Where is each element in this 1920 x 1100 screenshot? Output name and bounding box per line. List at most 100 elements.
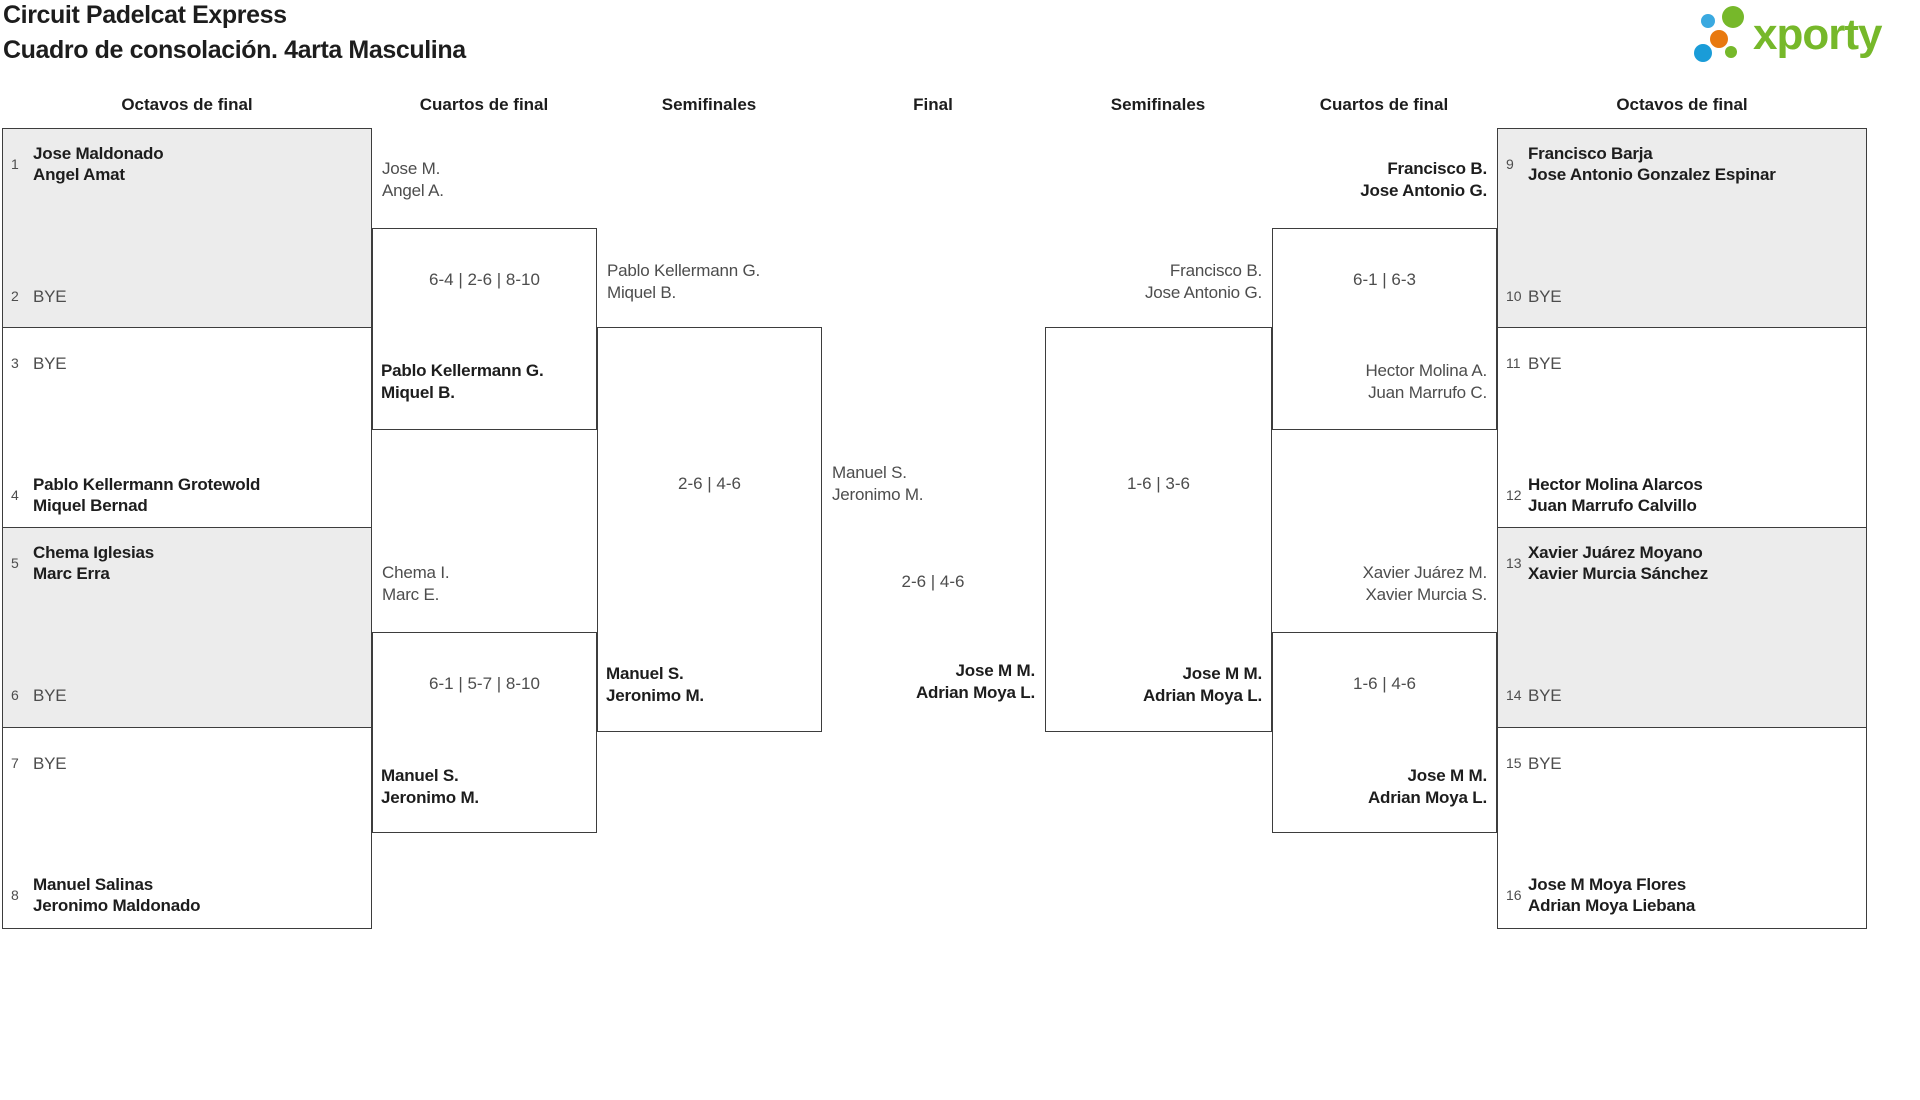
bye-label: BYE <box>33 353 67 373</box>
tournament-name: Circuit Padelcat Express <box>3 1 287 29</box>
semi-right-top-team: Francisco B.Jose Antonio G. <box>1144 261 1262 302</box>
match-box-quarter-right-2: 1-6 | 4-6 <box>1272 632 1497 833</box>
quarter-left-1-top-team: Jose M.Angel A. <box>382 159 444 200</box>
bracket-entry-seed-6: 6 BYE <box>3 673 363 717</box>
semi-left-top-team: Pablo Kellermann G.Miquel B. <box>607 261 761 302</box>
logo-dot-blue-small-icon <box>1701 14 1715 28</box>
semi-right-winner: Jose M M.Adrian Moya L. <box>1142 664 1262 705</box>
final-match-score: 2-6 | 4-6 <box>901 572 965 591</box>
seed-number: 8 <box>11 887 19 903</box>
seed-number: 5 <box>11 555 19 571</box>
round-header-final: Final <box>913 95 953 114</box>
match-score: 1-6 | 3-6 <box>1126 474 1190 493</box>
bracket-entry-seed-11: 11 BYE <box>1498 341 1858 385</box>
round-header-semis-right: Semifinales <box>1110 95 1206 114</box>
seed-number: 7 <box>11 755 19 771</box>
bracket-entry-seed-3: 3 BYE <box>3 341 363 385</box>
round-header-octavos-right: Octavos de final <box>1616 95 1748 114</box>
seed-number: 14 <box>1506 687 1522 703</box>
match-box-quarter-right-1: 6-1 | 6-3 <box>1272 228 1497 430</box>
logo-dot-green-small-icon <box>1725 46 1737 58</box>
logo-wordmark: xporty <box>1753 10 1882 59</box>
bracket-entry-seed-14: 14 BYE <box>1498 673 1858 717</box>
seed-number: 11 <box>1506 355 1521 371</box>
seed-number: 2 <box>11 288 19 304</box>
round-header-semis-left: Semifinales <box>661 95 757 114</box>
quarter-left-2-top-team: Chema I.Marc E. <box>382 563 450 604</box>
quarter-right-1-winner: Francisco B.Jose Antonio G. <box>1360 159 1487 200</box>
bye-label: BYE <box>1528 753 1562 773</box>
semi-left-winner: Manuel S.Jeronimo M. <box>606 664 704 705</box>
quarter-right-2-top-team: Xavier Juárez M.Xavier Murcia S. <box>1362 563 1488 604</box>
seed-number: 16 <box>1506 887 1522 903</box>
bye-label: BYE <box>1528 353 1562 373</box>
bracket-subtitle: Cuadro de consolación. 4arta Masculina <box>3 36 466 64</box>
seed-number: 12 <box>1506 487 1522 503</box>
match-box-semi-left: 2-6 | 4-6 <box>597 327 822 732</box>
seed-number: 6 <box>11 687 19 703</box>
match-score: 1-6 | 4-6 <box>1352 674 1416 693</box>
seed-number: 3 <box>11 355 19 371</box>
page-title: Circuit Padelcat Express Cuadro de conso… <box>3 0 466 68</box>
bracket-entry-seed-15: 15 BYE <box>1498 741 1858 785</box>
logo-dot-blue-icon <box>1694 44 1712 62</box>
bracket-entry-seed-7: 7 BYE <box>3 741 363 785</box>
match-box-quarter-left-1: 6-4 | 2-6 | 8-10 <box>372 228 597 430</box>
seed-number: 9 <box>1506 156 1514 172</box>
seed-number: 4 <box>11 487 19 503</box>
bye-label: BYE <box>1528 685 1562 705</box>
match-score: 2-6 | 4-6 <box>677 474 741 493</box>
round-header-cuartos-right: Cuartos de final <box>1319 95 1449 114</box>
round-header-cuartos-left: Cuartos de final <box>419 95 549 114</box>
seed-number: 1 <box>11 156 19 172</box>
xporty-logo[interactable]: xporty <box>1690 0 1918 70</box>
bye-label: BYE <box>33 685 67 705</box>
bye-label: BYE <box>33 753 67 773</box>
round-header-octavos-left: Octavos de final <box>121 95 253 114</box>
final-winner: Jose M M.Adrian Moya L. <box>915 661 1035 702</box>
match-box-semi-right: 1-6 | 3-6 <box>1045 327 1272 732</box>
seed-number: 10 <box>1506 288 1522 304</box>
match-score: 6-1 | 6-3 <box>1352 270 1416 289</box>
bye-label: BYE <box>33 286 67 306</box>
final-left-team: Manuel S.Jeronimo M. <box>832 463 924 504</box>
quarter-right-1-bottom-team: Hector Molina A.Juan Marrufo C. <box>1365 361 1487 402</box>
seed-number: 13 <box>1506 555 1522 571</box>
bye-label: BYE <box>1528 286 1562 306</box>
logo-dot-green-large-icon <box>1722 6 1744 28</box>
seed-number: 15 <box>1506 755 1522 771</box>
bracket-entry-seed-10: 10 BYE <box>1498 274 1858 318</box>
logo-dot-orange-icon <box>1710 30 1728 48</box>
quarter-right-2-winner: Jose M M.Adrian Moya L. <box>1367 766 1487 807</box>
bracket-entry-seed-2: 2 BYE <box>3 274 363 318</box>
match-box-quarter-left-2: 6-1 | 5-7 | 8-10 <box>372 632 597 833</box>
match-score: 6-4 | 2-6 | 8-10 <box>429 270 540 289</box>
match-score: 6-1 | 5-7 | 8-10 <box>429 674 540 693</box>
quarter-left-1-winner: Pablo Kellermann G.Miquel B. <box>381 361 544 402</box>
